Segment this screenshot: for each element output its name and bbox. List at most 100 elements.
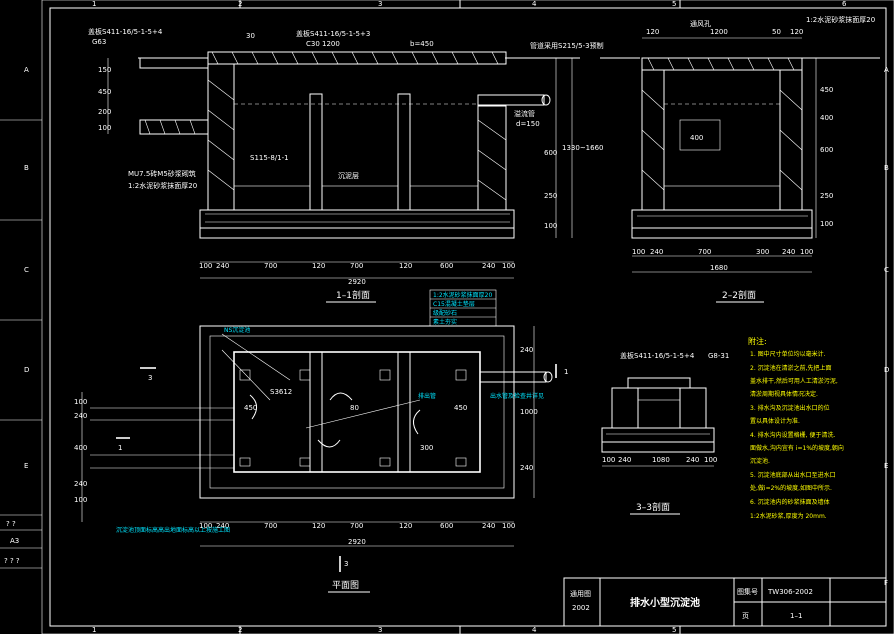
s1-total: 2920	[348, 278, 366, 286]
tb-year-label: 通用图	[570, 589, 591, 598]
s1-rdim-2: 250	[544, 192, 557, 200]
plan-marker-3: 3	[148, 374, 152, 382]
left-mark-3: ? ? ?	[4, 557, 20, 565]
col-2: 2	[238, 0, 242, 8]
col-1-b: 1	[92, 626, 96, 634]
section-3-3: 100 240 1080 240 100 盖板S411-16/5-1-5+4 G…	[601, 351, 729, 515]
note-8: 面做水,沟内宜有 i=1%的坡度,朝向	[750, 444, 844, 452]
s1-dim-9: 100	[502, 262, 515, 270]
s2-label: 1:2水泥砂浆抹面厚20	[806, 15, 875, 24]
plan-bottom-note: 沉淀池顶面标高高出地面标高以上按施工图	[116, 526, 230, 534]
plan-ldim-4: 240	[74, 480, 87, 488]
frame-edge	[41, 0, 894, 634]
col-3-b: 3	[378, 626, 382, 634]
s1-ldim-4: 100	[98, 124, 111, 132]
col-5-b: 5	[672, 626, 676, 634]
s1-rdim-1: 600	[544, 149, 557, 157]
s1-pipe: 管道采用S215/5-3预制	[530, 41, 604, 50]
s1-plaster: 1:2水泥砂浆抹面厚20	[128, 181, 197, 190]
plan-bdim-5: 700	[350, 522, 363, 530]
note-9: 沉淀池.	[750, 457, 770, 465]
note-2: 2. 沉淀池在清淤之前,先把上面	[750, 364, 832, 372]
s1-dim-4: 120	[312, 262, 325, 270]
s1-bdim: b=450	[410, 40, 434, 48]
col-2-b: 2	[238, 626, 242, 634]
plan-outlet: 出水管及检查井详见	[490, 392, 544, 400]
legend-4: 素土夯实	[433, 318, 457, 326]
s3-label-2: G8-31	[708, 352, 729, 360]
s1-title: 1–1剖面	[336, 289, 370, 301]
column-ruler: 1 2 3 4 5 6 1 2 3 4 5	[50, 0, 886, 634]
plan-ldim-3: 400	[74, 444, 87, 452]
col-5: 5	[672, 0, 676, 8]
col-6: 6	[842, 0, 847, 8]
note-7: 4. 排水沟内设置格栅, 便于清洗.	[750, 431, 835, 439]
section-1-1: 100 240 700 120 700 120 600 240 100 2920…	[88, 27, 604, 303]
plan-title: 平面图	[332, 580, 359, 591]
s2-title: 2–2剖面	[722, 289, 756, 301]
s2-bdim-1: 100	[632, 248, 645, 256]
s1-g63: G63	[92, 38, 106, 46]
row-c: C	[24, 266, 29, 274]
s3-dim-3: 1080	[652, 456, 670, 464]
s2-rdim-2: 400	[820, 114, 833, 122]
plan-s3612: S3612	[270, 388, 292, 396]
row-d: D	[24, 366, 29, 374]
s2-tdim-3: 50	[772, 28, 781, 36]
plan-ldim-2: 240	[74, 412, 87, 420]
tb-num: TW306-2002	[767, 588, 813, 596]
plan-ldim-1: 100	[74, 398, 87, 406]
col-4: 4	[532, 0, 537, 8]
s2-bdim-4: 300	[756, 248, 769, 256]
plan-total: 2920	[348, 538, 366, 546]
plan-idim-2: 80	[350, 404, 359, 412]
plan-marker-2: 1	[564, 368, 568, 376]
s1-s115: S115-8/1-1	[250, 154, 289, 162]
plan-idim-1: 450	[244, 404, 257, 412]
s1-dim-5: 700	[350, 262, 363, 270]
row-ruler: A B C D E A B C D E F ? ? A3 ? ? ?	[0, 66, 889, 587]
s1-rdim-3: 100	[544, 222, 557, 230]
s3-dim-2: 240	[618, 456, 631, 464]
col-3: 3	[378, 0, 382, 8]
s2-tdim-1: 120	[646, 28, 659, 36]
s2-bdim-5: 240	[782, 248, 795, 256]
s1-ldim-1: 150	[98, 66, 111, 74]
s2-tdim-4: 120	[790, 28, 803, 36]
s1-dim-7: 600	[440, 262, 453, 270]
s1-rdim-4: 1330~1660	[562, 144, 604, 152]
left-mark-1: ? ?	[6, 520, 16, 528]
plan-bdim-2: 240	[216, 522, 229, 530]
s1-cover: 盖板S411-16/5-1-5+4	[88, 27, 163, 36]
plan-bdim-8: 240	[482, 522, 495, 530]
s2-tdim-2: 1200	[710, 28, 728, 36]
s3-dim-5: 100	[704, 456, 717, 464]
note-4: 清淤周期视具体情况决定.	[750, 390, 818, 398]
s1-dim-6: 120	[399, 262, 412, 270]
tb-page-label: 页	[742, 612, 749, 620]
col-1: 1	[92, 0, 96, 8]
left-mark-2: A3	[10, 537, 19, 545]
row-e: E	[24, 462, 28, 470]
plan-bdim-4: 120	[312, 522, 325, 530]
title-block: 通用图 2002 排水小型沉淀池 图集号 TW306-2002 页 1–1	[563, 577, 887, 627]
note-10: 5. 沉淀池底部从出水口至进水口	[750, 471, 836, 479]
row-c-r: C	[884, 266, 889, 274]
s2-bdim-6: 100	[800, 248, 813, 256]
plan-idim-4: 300	[420, 444, 433, 452]
s2-bdim-2: 240	[650, 248, 663, 256]
col-4-b: 4	[532, 626, 537, 634]
s3-dim-4: 240	[686, 456, 699, 464]
legend-2: C15混凝土垫层	[433, 300, 475, 308]
note-12: 6. 沉淀池内的砂浆抹面及墙体	[750, 498, 830, 506]
plan-bdim-9: 100	[502, 522, 515, 530]
s1-cover-2: 盖板S411-16/5-1-5+3	[296, 29, 370, 38]
s1-c30: C30 1200	[306, 40, 340, 48]
s1-dim-3: 700	[264, 262, 277, 270]
row-d-r: D	[884, 366, 889, 374]
s1-top-dim: 30	[246, 32, 255, 40]
plan-rdim-2: 1000	[520, 408, 538, 416]
plan-marker-1: 1	[118, 444, 122, 452]
s2-rdim-5: 100	[820, 220, 833, 228]
